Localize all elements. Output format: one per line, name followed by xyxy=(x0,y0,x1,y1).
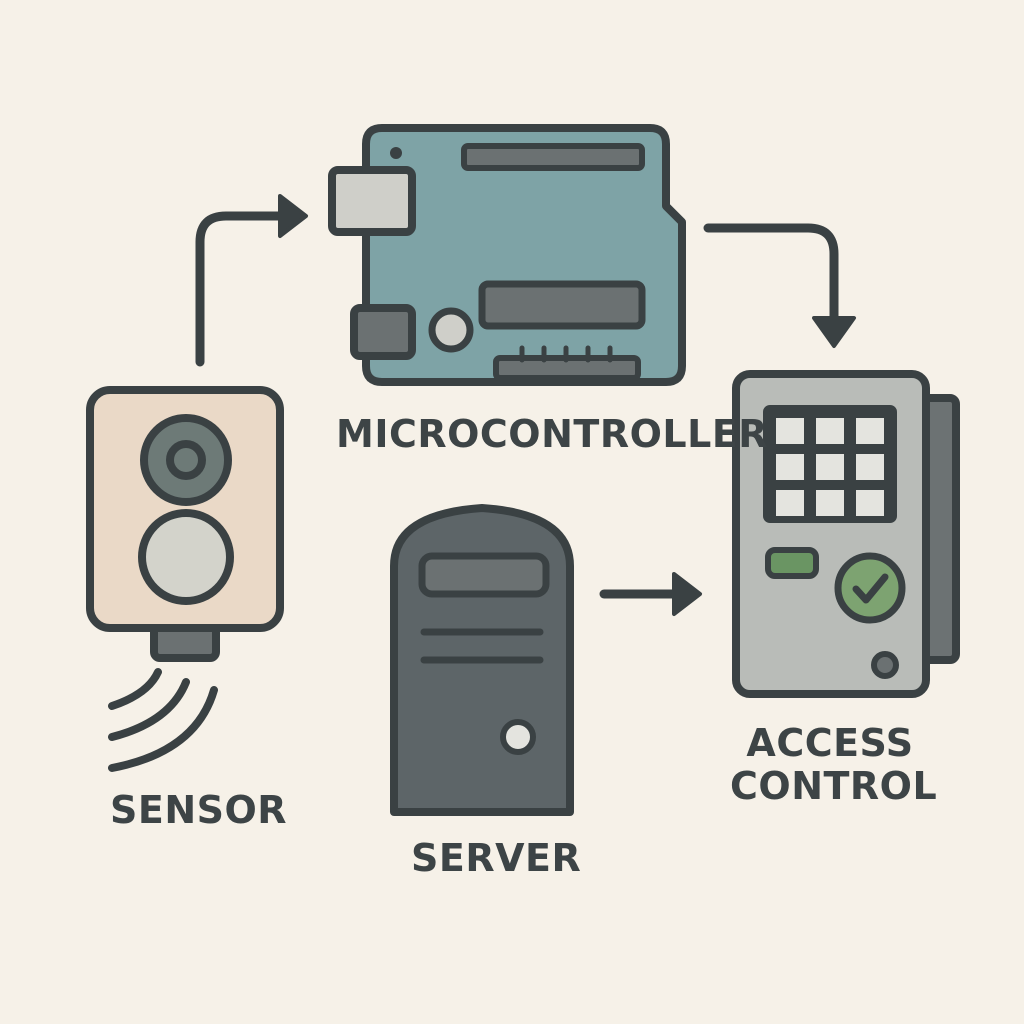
keypad-access-panel-icon xyxy=(732,370,960,698)
signal-waves-icon xyxy=(108,668,218,772)
drive-bay xyxy=(418,552,550,598)
power-jack xyxy=(350,304,416,360)
power-button xyxy=(500,719,536,755)
server-label: SERVER xyxy=(411,836,582,880)
circuit-board-icon xyxy=(328,124,686,386)
status-indicator xyxy=(765,547,819,579)
server-tower-icon xyxy=(390,504,574,816)
header-pins-top xyxy=(461,143,645,171)
motion-sensor-icon xyxy=(86,386,284,662)
checkmark-circle xyxy=(834,552,906,624)
board-led xyxy=(390,147,402,159)
sensor-label: SENSOR xyxy=(110,788,288,832)
sensor-lens-outer xyxy=(140,414,232,506)
checkmark-icon xyxy=(852,573,889,604)
access-control-label-line-1: ACCESS xyxy=(746,721,914,765)
sensor-lens-lower xyxy=(138,509,234,605)
pin-ticks xyxy=(519,345,613,363)
microcontroller-label: MICROCONTROLLER xyxy=(336,412,769,456)
arrow-server-to-access-control xyxy=(599,572,702,616)
arrow-sensor-to-microcontroller xyxy=(195,194,308,367)
panel-screw xyxy=(871,651,899,679)
access-control-label: ACCESS CONTROL xyxy=(730,721,938,808)
chip xyxy=(478,280,646,330)
arrow-microcontroller-to-access-control xyxy=(703,223,856,348)
keypad-keys xyxy=(776,418,884,516)
sensor-lens-ring xyxy=(166,440,206,480)
access-control-label-line-2: CONTROL xyxy=(730,763,938,808)
usb-port xyxy=(328,166,416,236)
reset-button xyxy=(428,307,474,353)
